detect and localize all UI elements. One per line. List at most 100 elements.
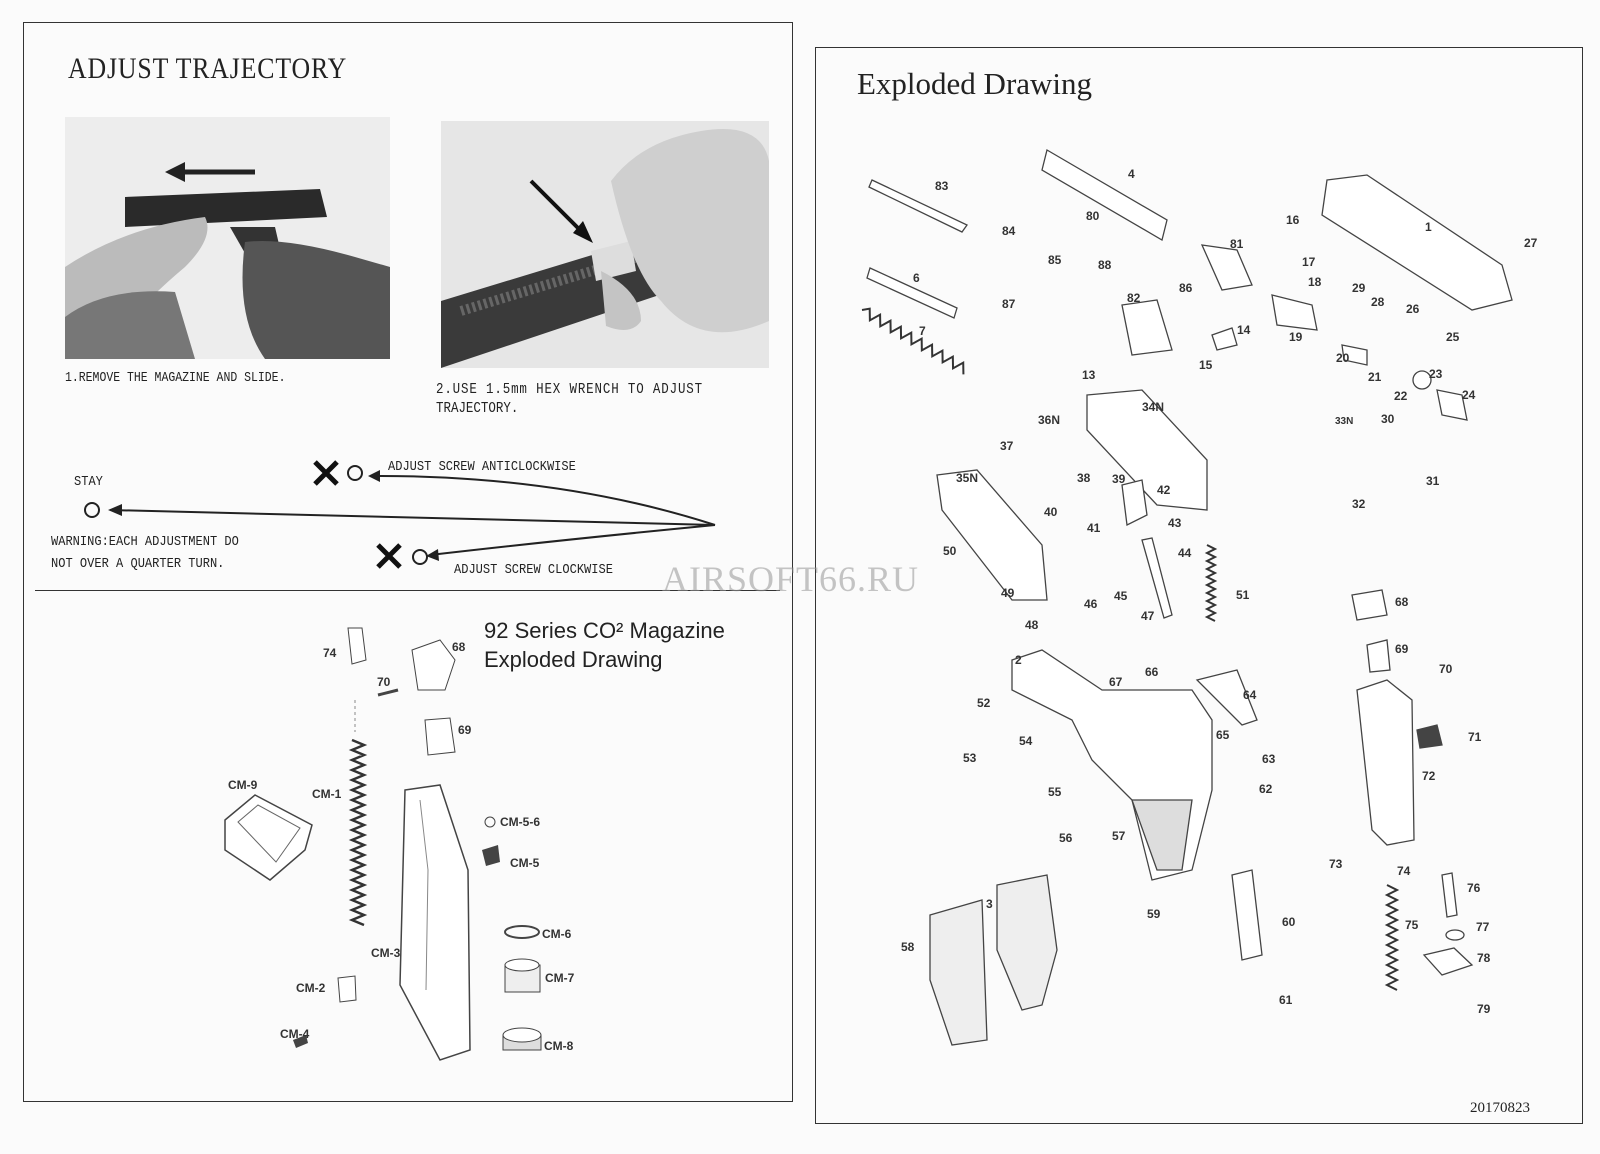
part-label-35n: 35N (956, 471, 979, 485)
part-label-67: 67 (1109, 675, 1123, 689)
part-label-54: 54 (1019, 734, 1033, 748)
part-label-48: 48 (1025, 618, 1039, 632)
mag-label-cm3: CM-3 (371, 946, 401, 960)
part-label-64: 64 (1243, 688, 1257, 702)
part-label-15: 15 (1199, 358, 1213, 372)
part-label-16: 16 (1286, 213, 1300, 227)
part-label-66: 66 (1145, 665, 1159, 679)
stay-circle (84, 502, 100, 518)
part-label-47: 47 (1141, 609, 1155, 623)
trajectory-diagram (84, 460, 716, 569)
part-label-59: 59 (1147, 907, 1161, 921)
part-label-76: 76 (1467, 881, 1481, 895)
part-label-88: 88 (1098, 258, 1112, 272)
part-label-7: 7 (919, 324, 926, 338)
mag-label-68: 68 (452, 640, 466, 654)
warning-line1: WARNING:EACH ADJUSTMENT DO (51, 534, 239, 550)
part-label-74: 74 (1397, 864, 1411, 878)
mag-label-cm6: CM-6 (542, 927, 572, 941)
part-label-70: 70 (1439, 662, 1453, 676)
part-label-42: 42 (1157, 483, 1171, 497)
pistol-exploded-drawing (861, 149, 1513, 1046)
mag-label-cm4: CM-4 (280, 1027, 310, 1041)
part-label-23: 23 (1429, 367, 1443, 381)
part-label-72: 72 (1422, 769, 1436, 783)
part-label-33n: 33N (1335, 416, 1354, 427)
stay-label: STAY (74, 474, 103, 490)
part-label-53: 53 (963, 751, 977, 765)
mag-label-74: 74 (323, 646, 337, 660)
mag-label-cm7: CM-7 (545, 971, 575, 985)
watermark: AIRSOFT66.RU (662, 559, 920, 599)
part-label-50: 50 (943, 544, 957, 558)
magazine-exploded-drawing (224, 627, 542, 1061)
mag-label-cm8: CM-8 (544, 1039, 574, 1053)
mag-label-cm5-6: CM-5-6 (500, 815, 541, 829)
part-label-57: 57 (1112, 829, 1126, 843)
part-label-55: 55 (1048, 785, 1062, 799)
clockwise-arrow (429, 524, 716, 556)
step1-text: 1.REMOVE THE MAGAZINE AND SLIDE. (65, 370, 286, 386)
part-label-2: 2 (1015, 653, 1022, 667)
part-label-84: 84 (1002, 224, 1016, 238)
part-label-30: 30 (1381, 412, 1395, 426)
part-label-78: 78 (1477, 951, 1491, 965)
mag-label-cm1: CM-1 (312, 787, 342, 801)
part-label-19: 19 (1289, 330, 1303, 344)
part-label-49: 49 (1001, 586, 1015, 600)
part-label-46: 46 (1084, 597, 1098, 611)
mag-label-70: 70 (377, 675, 391, 689)
photo-remove-slide-drawing (65, 117, 390, 359)
part-label-20: 20 (1336, 351, 1350, 365)
part-label-40: 40 (1044, 505, 1058, 519)
part-label-44: 44 (1178, 546, 1192, 560)
part-label-69: 69 (1395, 642, 1409, 656)
part-label-14: 14 (1237, 323, 1251, 337)
part-label-1: 1 (1425, 220, 1432, 234)
magazine-title-line1: 92 Series CO² Magazine (484, 618, 725, 643)
part-label-80: 80 (1086, 209, 1100, 223)
part-label-28: 28 (1371, 295, 1385, 309)
warning-line2: NOT OVER A QUARTER TURN. (51, 556, 225, 572)
part-label-85: 85 (1048, 253, 1062, 267)
upper-circle (347, 465, 363, 481)
right-page: Exploded Drawing 20170823 AIRSOFT66.RU (662, 0, 1600, 1154)
part-label-25: 25 (1446, 330, 1460, 344)
exploded-drawing-title: Exploded Drawing (857, 66, 1093, 101)
x-mark-lower (376, 543, 402, 569)
part-label-73: 73 (1329, 857, 1343, 871)
part-label-86: 86 (1179, 281, 1193, 295)
part-label-52: 52 (977, 696, 991, 710)
part-label-79: 79 (1477, 1002, 1491, 1016)
part-label-22: 22 (1394, 389, 1408, 403)
part-label-81: 81 (1230, 237, 1244, 251)
lower-circle (412, 549, 428, 565)
photo-remove-slide (65, 117, 390, 359)
part-label-26: 26 (1406, 302, 1420, 316)
part-label-13: 13 (1082, 368, 1096, 382)
stay-arrow (109, 509, 716, 526)
part-label-45: 45 (1114, 589, 1128, 603)
part-label-21: 21 (1368, 370, 1382, 384)
part-label-56: 56 (1059, 831, 1073, 845)
part-label-77: 77 (1476, 920, 1490, 934)
step2-line2: TRAJECTORY. (436, 401, 519, 417)
part-label-60: 60 (1282, 915, 1296, 929)
adjust-trajectory-title: ADJUST TRAJECTORY (68, 52, 348, 85)
part-label-18: 18 (1308, 275, 1322, 289)
magazine-title-line2: Exploded Drawing (484, 647, 663, 672)
part-label-51: 51 (1236, 588, 1250, 602)
part-label-32: 32 (1352, 497, 1366, 511)
mag-label-69: 69 (458, 723, 472, 737)
photo-hex-wrench-drawing (441, 121, 769, 368)
part-label-83: 83 (935, 179, 949, 193)
part-label-34n: 34N (1142, 400, 1165, 414)
x-mark-upper (313, 460, 339, 486)
part-label-3: 3 (986, 897, 993, 911)
part-label-41: 41 (1087, 521, 1101, 535)
part-label-38: 38 (1077, 471, 1091, 485)
part-label-71: 71 (1468, 730, 1482, 744)
part-label-39: 39 (1112, 472, 1126, 486)
part-label-37: 37 (1000, 439, 1014, 453)
part-label-68: 68 (1395, 595, 1409, 609)
